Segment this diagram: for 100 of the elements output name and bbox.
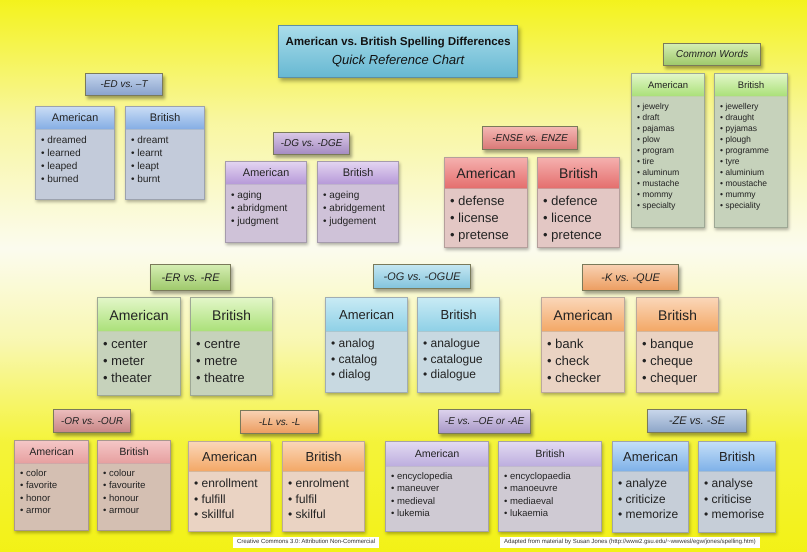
list-item: • center bbox=[103, 336, 148, 353]
column-heading: American bbox=[386, 442, 488, 467]
list-item: • fulfil bbox=[288, 492, 318, 508]
column-heading: British bbox=[318, 162, 398, 185]
column-heading: American bbox=[226, 162, 306, 185]
column-heading: American bbox=[542, 298, 624, 332]
list-item: • armour bbox=[103, 505, 140, 518]
list-item: • encyclopaedia bbox=[504, 471, 572, 484]
column-heading: British bbox=[499, 442, 601, 467]
list-item: • moustache bbox=[720, 178, 768, 190]
word-list-card bbox=[636, 297, 719, 393]
list-item: • bank bbox=[547, 336, 584, 353]
list-item: • ageing bbox=[323, 189, 360, 202]
word-list-card bbox=[317, 161, 399, 243]
column-heading: British bbox=[637, 298, 718, 332]
list-item: • chequer bbox=[642, 370, 698, 387]
word-list-card bbox=[225, 161, 307, 243]
category-tag: -K vs. -QUE bbox=[582, 264, 679, 291]
category-tag: -OR vs. -OUR bbox=[53, 409, 131, 433]
list-item: • analyse bbox=[704, 476, 754, 492]
list-item: • dreamed bbox=[41, 134, 88, 147]
column-heading: British bbox=[418, 298, 499, 332]
category-tag: -OG vs. -OGUE bbox=[373, 264, 471, 289]
category-tag: -ZE vs. -SE bbox=[647, 409, 747, 433]
list-item: • specialty bbox=[637, 200, 676, 212]
list-item: • judgement bbox=[323, 215, 377, 228]
word-list-card bbox=[35, 106, 115, 200]
list-item: • catalog bbox=[331, 352, 378, 368]
word-list-card bbox=[541, 297, 625, 393]
list-item: • memorize bbox=[618, 507, 680, 523]
list-item: • medieval bbox=[391, 496, 436, 508]
title-text: American vs. British Spelling Differences bbox=[284, 36, 512, 48]
column-heading: American bbox=[36, 107, 114, 130]
list-item: • encyclopedia bbox=[391, 471, 454, 484]
category-tag: -E vs. –OE or -AE bbox=[438, 409, 531, 434]
list-item: • abridgement bbox=[323, 202, 386, 215]
category-tag: -LL vs. -L bbox=[240, 410, 319, 434]
list-item: • learnt bbox=[131, 147, 164, 160]
list-item: • jewellery bbox=[720, 101, 760, 112]
word-list-card bbox=[444, 157, 528, 248]
word-list-card bbox=[385, 441, 489, 532]
list-item: • speciality bbox=[720, 200, 762, 212]
list-item: • learned bbox=[41, 147, 82, 160]
category-tag: -ENSE vs. ENZE bbox=[482, 126, 578, 150]
list-item: • check bbox=[547, 352, 590, 370]
column-heading: British bbox=[699, 442, 775, 472]
list-item: • jewelry bbox=[637, 101, 670, 112]
word-list-card bbox=[537, 157, 620, 248]
title-banner bbox=[278, 25, 518, 78]
column-heading: British bbox=[283, 442, 364, 472]
list-item: • enrollment bbox=[194, 476, 259, 492]
list-item: • tire bbox=[637, 156, 656, 168]
list-item: • theater bbox=[103, 370, 153, 387]
list-item: • maneuver bbox=[391, 483, 440, 496]
list-item: • defense bbox=[450, 193, 506, 210]
list-item: • skillful bbox=[194, 507, 236, 523]
list-item: • criticize bbox=[618, 492, 667, 508]
list-item: • colour bbox=[103, 468, 136, 480]
category-tag: -ED vs. –T bbox=[85, 73, 163, 96]
list-item: • analogue bbox=[423, 336, 481, 352]
list-item: • judgment bbox=[231, 215, 280, 228]
list-item: • mediaeval bbox=[504, 496, 554, 508]
list-item: • honor bbox=[20, 492, 52, 506]
list-item: • mummy bbox=[720, 189, 757, 200]
column-heading: American bbox=[326, 298, 407, 332]
word-list-card bbox=[97, 297, 181, 396]
list-item: • checker bbox=[547, 370, 602, 387]
list-item: • analog bbox=[331, 336, 376, 352]
list-item: • dialogue bbox=[423, 367, 477, 383]
list-item: • licence bbox=[543, 210, 593, 227]
word-list-card bbox=[698, 441, 776, 533]
column-heading: British bbox=[98, 441, 170, 464]
list-item: • draught bbox=[720, 112, 756, 124]
list-item: • pyjamas bbox=[720, 123, 758, 134]
list-item: • defence bbox=[543, 193, 598, 210]
list-item: • manoeuvre bbox=[504, 483, 558, 496]
list-item: • metre bbox=[196, 352, 238, 370]
list-item: • pretence bbox=[543, 226, 603, 244]
list-item: • lukaemia bbox=[504, 508, 549, 520]
list-item: • favourite bbox=[103, 480, 146, 493]
list-item: • meter bbox=[103, 352, 146, 370]
list-item: • favorite bbox=[20, 480, 58, 493]
list-item: • burned bbox=[41, 173, 80, 186]
word-list-card bbox=[14, 440, 89, 531]
category-tag: -ER vs. -RE bbox=[150, 264, 231, 291]
list-item: • cheque bbox=[642, 352, 694, 370]
column-heading: American bbox=[632, 74, 704, 97]
list-item: • memorise bbox=[704, 507, 766, 523]
list-item: • leaped bbox=[41, 160, 78, 173]
list-item: • banque bbox=[642, 336, 695, 353]
list-item: • aging bbox=[231, 189, 263, 202]
list-item: • draft bbox=[637, 112, 660, 124]
list-item: • theatre bbox=[196, 370, 246, 387]
list-item: • centre bbox=[196, 336, 242, 353]
list-item: • catalogue bbox=[423, 352, 484, 368]
category-tag: Common Words bbox=[663, 43, 761, 66]
word-list-card bbox=[190, 297, 273, 396]
list-item: • abridgment bbox=[231, 202, 288, 215]
list-item: • leapt bbox=[131, 160, 160, 173]
column-heading: British bbox=[126, 107, 204, 130]
